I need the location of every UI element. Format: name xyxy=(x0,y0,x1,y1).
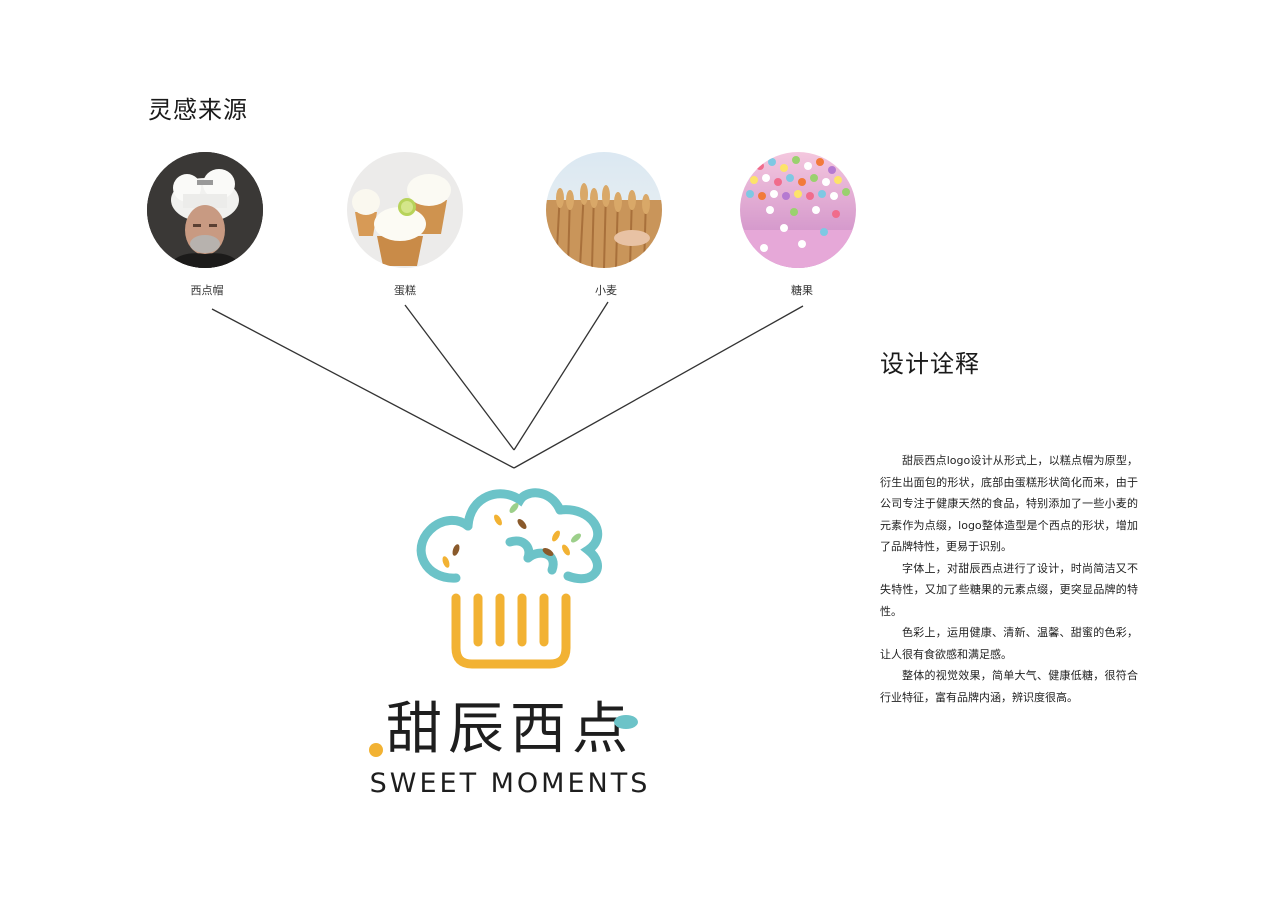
sweet-moments-logo: 甜辰西点 SWEET MOMENTS xyxy=(369,488,651,799)
logo-english-name: SWEET MOMENTS xyxy=(370,768,651,799)
chef-caption: 西点帽 xyxy=(190,284,224,297)
wheat-photo xyxy=(546,152,662,268)
explanation-title: 设计诠释 xyxy=(880,350,980,378)
cupcake-caption: 蛋糕 xyxy=(394,284,416,297)
description-paragraph: 字体上，对甜辰西点进行了设计，时尚简洁又不失特性，又加了些糖果的元素点缀，更突显… xyxy=(880,561,1138,618)
cupcake-photo xyxy=(347,152,463,268)
connector-line-cupcake xyxy=(404,304,515,451)
description-paragraph: 色彩上，运用健康、清新、温馨、甜蜜的色彩，让人很有食欲感和满足感。 xyxy=(880,626,1138,661)
design-description: 甜辰西点logo设计从形式上，以糕点帽为原型，衍生出面包的形状，底部由蛋糕形状简… xyxy=(880,450,1138,708)
wheat-caption: 小麦 xyxy=(595,284,617,297)
candy-caption: 糖果 xyxy=(791,284,813,297)
description-paragraph: 甜辰西点logo设计从形式上，以糕点帽为原型，衍生出面包的形状，底部由蛋糕形状简… xyxy=(880,454,1138,553)
logo-chinese-name: 甜辰西点 xyxy=(386,697,634,762)
chef-photo xyxy=(147,152,263,268)
connector-line-candy xyxy=(513,305,804,469)
connector-line-wheat xyxy=(513,301,609,451)
candy-sprinkles-photo xyxy=(740,152,856,268)
connector-line-chef xyxy=(211,308,515,469)
description-paragraph: 整体的视觉效果，简单大气、健康低糖，很符合行业特征，富有品牌内涵，辨识度很高。 xyxy=(880,669,1138,704)
inspiration-title: 灵感来源 xyxy=(148,96,248,124)
